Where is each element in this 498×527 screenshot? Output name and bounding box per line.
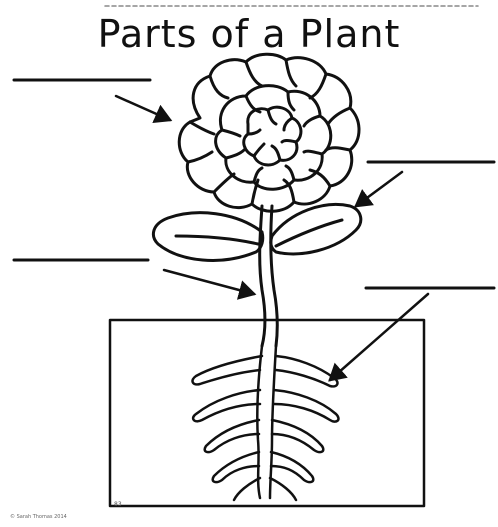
stem-right-edge: [271, 206, 278, 346]
root-branch-1: [193, 356, 262, 384]
root-branch-8: [271, 452, 313, 482]
root-branch-7: [213, 452, 259, 482]
copyright-note: © Sarah Thomas 2014: [10, 514, 67, 520]
stem-left-edge: [260, 206, 265, 346]
roots: [193, 346, 339, 500]
flower-arrow: [116, 96, 170, 120]
leaves: [153, 204, 360, 260]
roots-arrow: [330, 294, 428, 380]
flower: [179, 54, 359, 211]
leaf-right-vein: [276, 220, 342, 246]
page-mark: 83: [114, 501, 122, 508]
leaf-label-slot[interactable]: [368, 144, 494, 160]
flower-center: [244, 107, 301, 165]
leaf-left-vein: [176, 236, 258, 244]
flower-petal-lines: [188, 60, 350, 204]
soil-box: [110, 320, 424, 506]
root-branch-6: [272, 420, 323, 452]
root-branch-2: [276, 356, 337, 386]
root-branch-4: [274, 390, 338, 422]
root-tip-right: [270, 478, 296, 500]
flower-middle-petals: [216, 86, 331, 190]
stem-label-slot[interactable]: [14, 242, 148, 258]
leaf-arrow: [356, 172, 402, 206]
root-branch-5: [205, 420, 259, 452]
flower-middle-petal-lines: [222, 92, 322, 182]
flower-center-lines: [248, 110, 296, 160]
flower-label-slot[interactable]: [14, 62, 150, 78]
stem: [260, 206, 278, 346]
roots-label-slot[interactable]: [366, 270, 494, 286]
root-branch-3: [193, 390, 260, 421]
stem-arrow: [164, 270, 254, 294]
root-tip-left: [234, 478, 260, 500]
